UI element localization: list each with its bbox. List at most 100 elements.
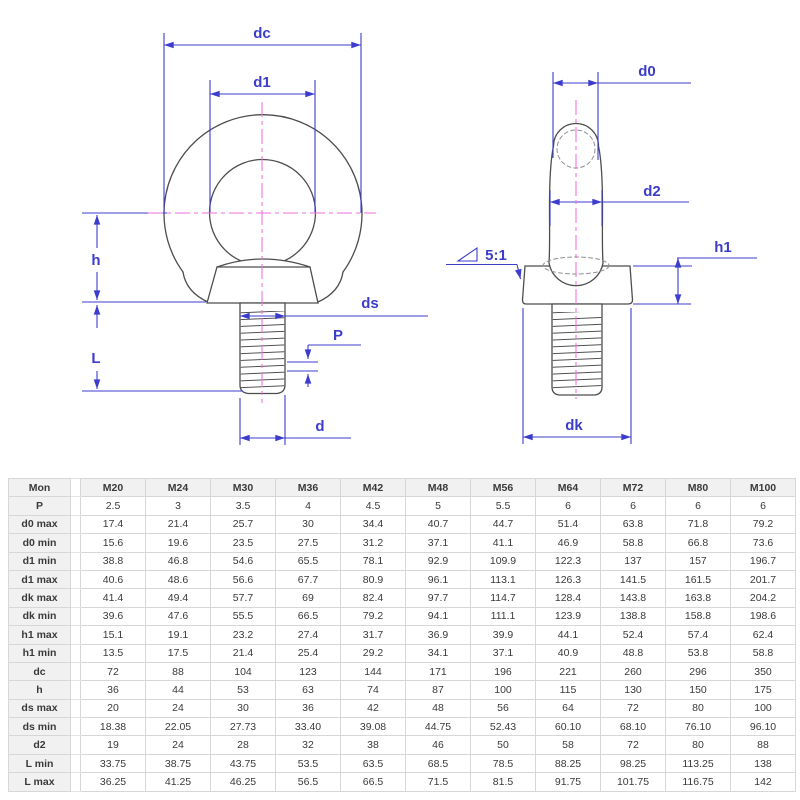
spacer-cell <box>70 717 81 737</box>
spacer-column <box>70 477 81 498</box>
table-cell: 221 <box>535 661 601 682</box>
table-cell: 113.25 <box>665 753 731 774</box>
table-cell: 4 <box>275 496 341 516</box>
row-label: d0 max <box>8 514 71 535</box>
table-cell: 163.8 <box>665 588 731 608</box>
table-cell: 137 <box>600 551 666 571</box>
table-cell: 88.25 <box>535 753 601 774</box>
table-cell: 350 <box>730 661 796 682</box>
row-label: h1 min <box>8 643 71 663</box>
table-cell: 48.6 <box>145 569 211 590</box>
table-cell: 175 <box>730 680 796 700</box>
table-cell: 21.4 <box>210 643 276 663</box>
table-cell: 109.9 <box>470 551 536 571</box>
d2-label: d2 <box>643 183 661 200</box>
table-cell: 13.5 <box>80 643 146 663</box>
table-cell: 91.75 <box>535 772 601 792</box>
table-cell: 52.4 <box>600 625 666 645</box>
table-cell: 17.4 <box>80 514 146 535</box>
table-cell: 36 <box>275 698 341 719</box>
column-header: M24 <box>145 477 211 498</box>
table-cell: 78.5 <box>470 753 536 774</box>
table-cell: 73.6 <box>730 533 796 553</box>
table-cell: 68.10 <box>600 717 666 737</box>
table-cell: 171 <box>405 661 471 682</box>
table-cell: 94.1 <box>405 606 471 627</box>
table-cell: 44.75 <box>405 717 471 737</box>
table-cell: 38 <box>340 735 406 755</box>
table-cell: 17.5 <box>145 643 211 663</box>
spacer-cell <box>70 588 81 608</box>
table-cell: 56.6 <box>210 569 276 590</box>
table-cell: 25.4 <box>275 643 341 663</box>
table-cell: 37.1 <box>405 533 471 553</box>
table-cell: 4.5 <box>340 496 406 516</box>
table-cell: 142 <box>730 772 796 792</box>
column-header: M36 <box>275 477 341 498</box>
table-cell: 23.2 <box>210 625 276 645</box>
table-cell: 98.25 <box>600 753 666 774</box>
row-label: L max <box>8 772 71 792</box>
table-cell: 92.9 <box>405 551 471 571</box>
dc-label: dc <box>253 25 271 42</box>
spacer-cell <box>70 625 81 645</box>
table-cell: 47.6 <box>145 606 211 627</box>
table-cell: 19.1 <box>145 625 211 645</box>
spacer-cell <box>70 496 81 516</box>
technical-drawing: dc d1 h L ds P d d0 d2 5:1 h1 dk <box>82 25 757 445</box>
table-cell: 97.7 <box>405 588 471 608</box>
spacer-cell <box>70 514 81 535</box>
centerlines <box>148 100 577 403</box>
table-cell: 76.10 <box>665 717 731 737</box>
table-cell: 48.8 <box>600 643 666 663</box>
dimension-lines <box>82 33 757 445</box>
row-label: h1 max <box>8 625 71 645</box>
table-cell: 68.5 <box>405 753 471 774</box>
table-cell: 62.4 <box>730 625 796 645</box>
spacer-cell <box>70 680 81 700</box>
table-cell: 19 <box>80 735 146 755</box>
taper-leader <box>515 264 522 280</box>
table-cell: 40.7 <box>405 514 471 535</box>
table-cell: 63 <box>275 680 341 700</box>
table-cell: 36.25 <box>80 772 146 792</box>
table-cell: 46.8 <box>145 551 211 571</box>
table-cell: 201.7 <box>730 569 796 590</box>
table-cell: 144 <box>340 661 406 682</box>
table-cell: 5.5 <box>470 496 536 516</box>
row-label: L min <box>8 753 71 774</box>
table-cell: 54.6 <box>210 551 276 571</box>
table-cell: 56.5 <box>275 772 341 792</box>
front-view <box>163 114 363 395</box>
table-cell: 36.9 <box>405 625 471 645</box>
column-header: M48 <box>405 477 471 498</box>
table-cell: 39.08 <box>340 717 406 737</box>
table-cell: 44.7 <box>470 514 536 535</box>
row-label: d2 <box>8 735 71 755</box>
table-cell: 138 <box>730 753 796 774</box>
table-cell: 100 <box>730 698 796 719</box>
table-cell: 56 <box>470 698 536 719</box>
table-cell: 58.8 <box>730 643 796 663</box>
table-cell: 296 <box>665 661 731 682</box>
row-label: P <box>8 496 71 516</box>
table-cell: 123 <box>275 661 341 682</box>
d1-label: d1 <box>253 74 271 91</box>
ring-outer-left-merge <box>182 271 209 303</box>
table-cell: 104 <box>210 661 276 682</box>
table-cell: 32 <box>275 735 341 755</box>
row-label: ds max <box>8 698 71 719</box>
table-cell: 58.8 <box>600 533 666 553</box>
table-cell: 34.4 <box>340 514 406 535</box>
table-cell: 27.5 <box>275 533 341 553</box>
table-cell: 115 <box>535 680 601 700</box>
table-cell: 30 <box>275 514 341 535</box>
spacer-cell <box>70 606 81 627</box>
table-cell: 53.5 <box>275 753 341 774</box>
